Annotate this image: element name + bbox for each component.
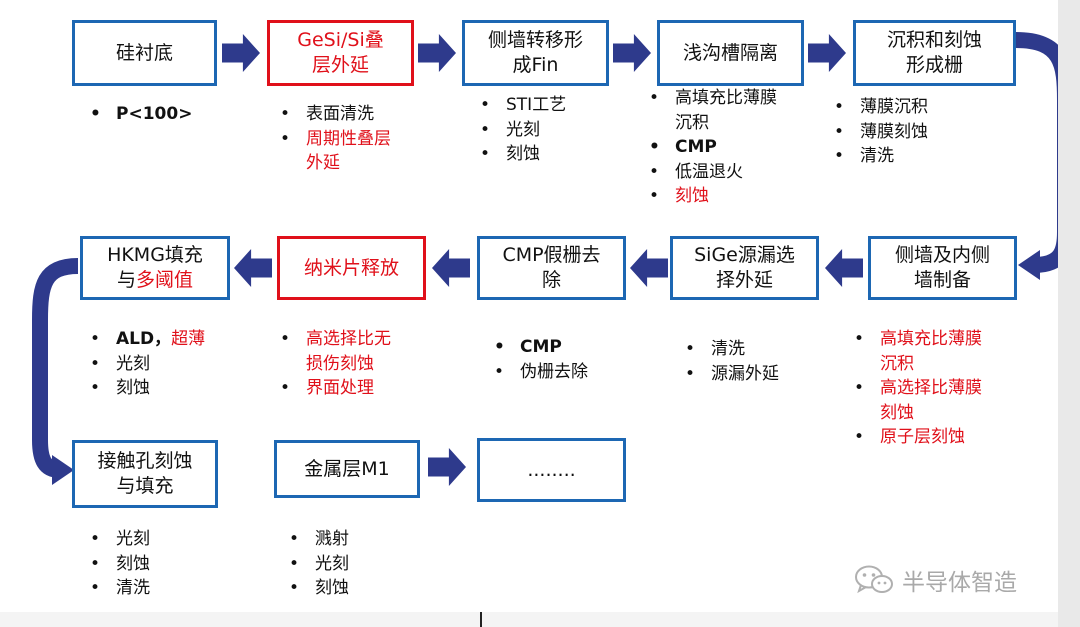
step-label: 硅衬底 — [115, 41, 173, 64]
step-label: HKMG填充 与多阈值 — [107, 243, 203, 293]
step-label: ........ — [527, 458, 576, 481]
bullet-text-red: 超薄 — [171, 329, 206, 349]
bullet-item: ALD，超薄 — [86, 327, 266, 352]
step-box-silicon-substrate: 硅衬底 — [72, 20, 217, 86]
bullet-item: 伪栅去除 — [490, 360, 650, 385]
bullet-item: 薄膜刻蚀 — [830, 120, 1000, 145]
bullet-item: 清洗 — [86, 576, 226, 601]
bullet-item: 薄膜沉积 — [830, 95, 1000, 120]
connector-left-head — [52, 455, 74, 485]
bullet-item: 光刻 — [86, 527, 226, 552]
step-label-black: HKMG填充 与 — [107, 244, 203, 291]
bullet-list-b1: P<100> — [86, 102, 236, 127]
step-box-hkmg: HKMG填充 与多阈值 — [80, 236, 230, 300]
bullet-item: 刻蚀 — [86, 376, 266, 401]
bullet-item: 溅射 — [285, 527, 425, 552]
bullet-item: 高选择比薄膜 刻蚀 — [850, 376, 1050, 425]
bullet-item: 刻蚀 — [476, 142, 636, 167]
bullet-list-b3: STI工艺 光刻 刻蚀 — [476, 93, 636, 167]
bullet-item: 刻蚀 — [645, 184, 825, 209]
bullet-item: 光刻 — [86, 352, 266, 377]
bullet-item: CMP — [645, 135, 825, 160]
bullet-list-b11: 光刻 刻蚀 清洗 — [86, 527, 226, 601]
step-label-red: 多阈值 — [136, 269, 194, 291]
step-box-spacer: 侧墙及内侧 墙制备 — [868, 236, 1017, 300]
connector-left — [32, 258, 79, 478]
bullet-item: 原子层刻蚀 — [850, 425, 1050, 450]
bullet-list-b9: 高选择比无 损伤刻蚀 界面处理 — [276, 327, 446, 401]
cursor-tick — [480, 612, 482, 627]
edge-strip-bottom — [0, 612, 1058, 627]
step-label: 浅沟槽隔离 — [682, 41, 778, 64]
bullet-item: 光刻 — [476, 118, 636, 143]
bullet-item: 周期性叠层 外延 — [276, 127, 436, 176]
bullet-item: 光刻 — [285, 552, 425, 577]
step-label: GeSi/Si叠 层外延 — [297, 29, 384, 76]
step-label: SiGe源漏选 择外延 — [694, 244, 795, 291]
step-label: 接触孔刻蚀 与填充 — [97, 450, 193, 497]
step-box-sige-sd-epi: SiGe源漏选 择外延 — [670, 236, 819, 300]
step-box-cmp-dummy-gate: CMP假栅去 除 — [477, 236, 626, 300]
bullet-list-b5: 薄膜沉积 薄膜刻蚀 清洗 — [830, 95, 1000, 169]
step-label: 纳米片释放 — [303, 256, 399, 279]
step-box-gesi-epitaxy: GeSi/Si叠 层外延 — [267, 20, 414, 86]
step-label: 侧墙转移形 成Fin — [487, 29, 583, 76]
edge-strip-right — [1058, 0, 1080, 627]
step-box-fin-formation: 侧墙转移形 成Fin — [462, 20, 609, 86]
bullet-item: 刻蚀 — [285, 576, 425, 601]
watermark-text: 半导体智造 — [902, 570, 1017, 596]
bullet-item: 表面清洗 — [276, 102, 436, 127]
bullet-item: 高填充比薄膜 沉积 — [645, 86, 825, 135]
bullet-item: 刻蚀 — [86, 552, 226, 577]
step-label: 沉积和刻蚀 形成栅 — [886, 29, 982, 76]
bullet-item: CMP — [490, 335, 650, 360]
step-label: 金属层M1 — [304, 457, 390, 480]
connector-right-head — [1018, 250, 1040, 280]
step-box-metal-m1: 金属层M1 — [274, 440, 420, 498]
step-box-nanosheet-release: 纳米片释放 — [277, 236, 426, 300]
step-label: CMP假栅去 除 — [502, 244, 601, 291]
step-box-sti: 浅沟槽隔离 — [657, 20, 804, 86]
watermark: 半导体智造 — [854, 562, 1017, 598]
step-box-ellipsis: ........ — [477, 438, 626, 502]
bullet-item: 清洗 — [681, 337, 841, 362]
bullet-list-b6: 高填充比薄膜 沉积 高选择比薄膜 刻蚀 原子层刻蚀 — [850, 327, 1050, 450]
bullet-item: P<100> — [86, 102, 236, 127]
bullet-list-b7: 清洗 源漏外延 — [681, 337, 841, 386]
bullet-list-b2: 表面清洗 周期性叠层 外延 — [276, 102, 436, 176]
bullet-item: 界面处理 — [276, 376, 446, 401]
bullet-item: 高填充比薄膜 沉积 — [850, 327, 1050, 376]
bullet-text-black: ALD， — [116, 329, 172, 349]
wechat-icon — [855, 565, 893, 594]
bullet-item: STI工艺 — [476, 93, 636, 118]
bullet-item: 低温退火 — [645, 160, 825, 185]
step-box-gate-formation: 沉积和刻蚀 形成栅 — [853, 20, 1016, 86]
bullet-list-b12: 溅射 光刻 刻蚀 — [285, 527, 425, 601]
bullet-item: 清洗 — [830, 144, 1000, 169]
bullet-list-b8: CMP 伪栅去除 — [490, 335, 650, 384]
step-label: 侧墙及内侧 墙制备 — [894, 244, 990, 291]
bullet-item: 源漏外延 — [681, 362, 841, 387]
bullet-item: 高选择比无 损伤刻蚀 — [276, 327, 446, 376]
step-box-contact-etch-fill: 接触孔刻蚀 与填充 — [72, 440, 218, 508]
bullet-list-b10: ALD，超薄 光刻 刻蚀 — [86, 327, 266, 401]
bullet-list-b4: 高填充比薄膜 沉积 CMP 低温退火 刻蚀 — [645, 86, 825, 209]
